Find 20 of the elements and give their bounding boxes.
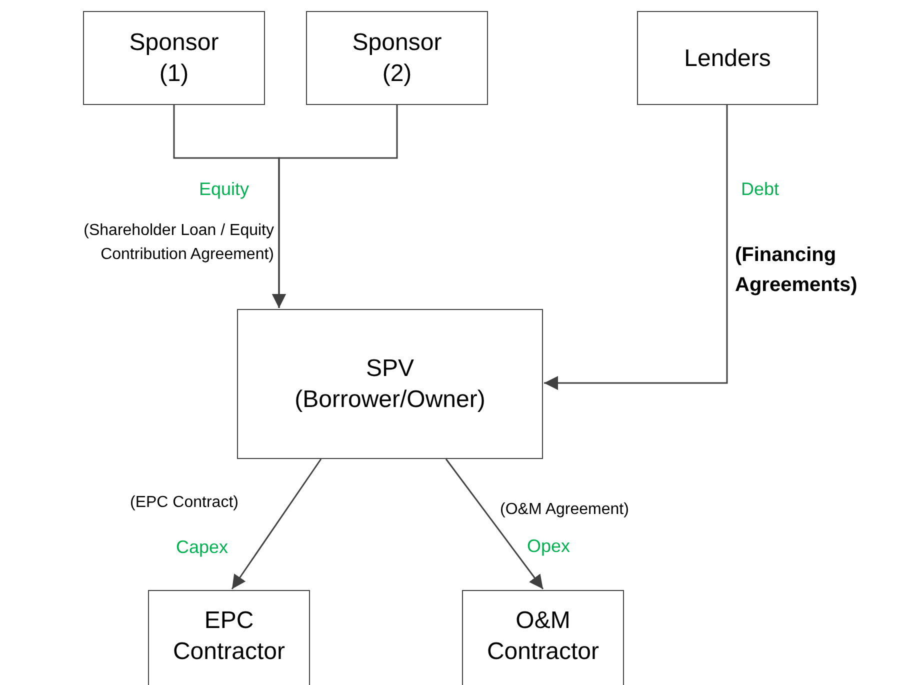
box-label: SPV (Borrower/Owner) xyxy=(294,354,486,415)
entity-box xyxy=(637,11,818,105)
agreement-note: (Shareholder Loan / Equity Contribution Agreement) xyxy=(82,221,274,265)
box-label: Lenders xyxy=(683,44,772,74)
entity-box xyxy=(148,590,310,685)
box-label: Sponsor (1) xyxy=(128,28,220,89)
agreement-note: (EPC Contract) xyxy=(130,493,238,513)
arrow xyxy=(231,458,322,590)
box-label: O&M Contractor xyxy=(486,606,600,667)
entity-box xyxy=(462,590,624,685)
arrow xyxy=(445,458,544,590)
entity-box xyxy=(237,309,543,459)
entity-box xyxy=(306,11,488,105)
agreement-note: (O&M Agreement) xyxy=(500,500,629,520)
box-label: EPC Contractor xyxy=(172,606,286,667)
arrow xyxy=(544,105,728,390)
agreement-note: (Financing Agreements) xyxy=(735,243,858,298)
arrow xyxy=(272,105,398,308)
box-label: Sponsor (2) xyxy=(351,28,443,89)
entity-box xyxy=(83,11,265,105)
